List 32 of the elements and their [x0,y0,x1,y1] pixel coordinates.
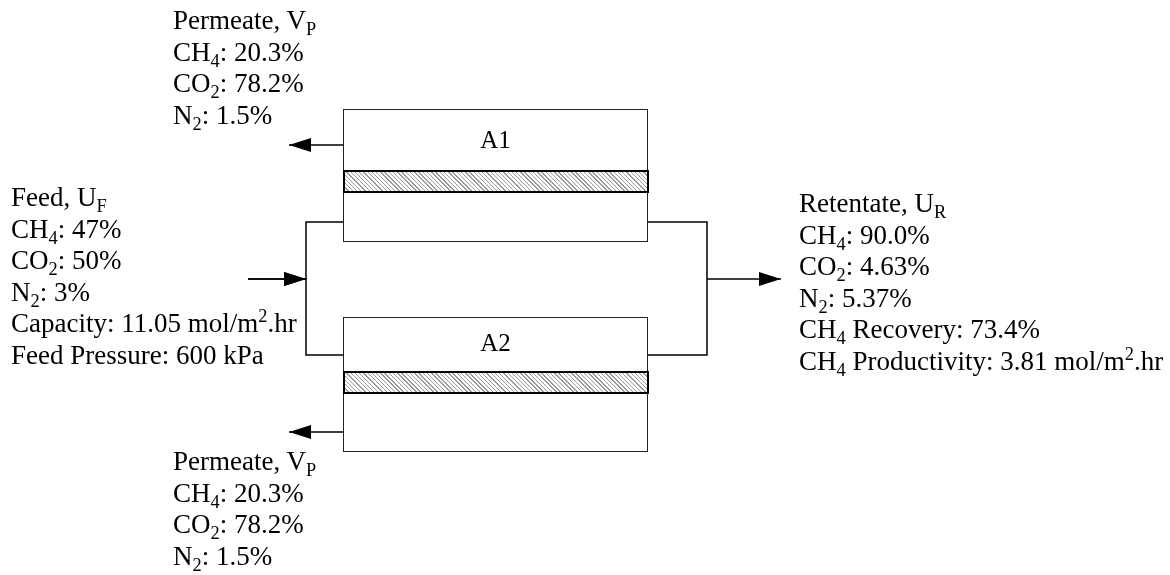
membrane-layer [342,170,649,193]
stream-value: CH$_{4}$: 20.3% [173,477,304,509]
stream-title: Permeate, V$_{P}$ [173,446,317,478]
membrane-module [343,109,648,242]
membrane-module [343,317,648,452]
stream-value: N$_{2}$: 3% [11,276,90,308]
stream-value: CH$_{4}$: 90.0% [799,219,930,251]
stream-value: CH$_{4}$ Recovery: 73.4% [799,314,1040,346]
flow-arrow [247,272,344,356]
flow-arrow [288,138,344,152]
membrane-layer [342,371,649,394]
stream-value: N$_{2}$: 1.5% [173,99,273,131]
flow-arrow [288,425,344,439]
flow-line [647,278,708,356]
stream-value: CH$_{4}$: 20.3% [173,36,304,68]
stream-value: N$_{2}$: 1.5% [173,540,273,572]
stream-value: CH$_{4}$: 47% [11,213,122,245]
stream-value: CO$_{2}$: 78.2% [173,68,304,100]
stream-value: Capacity: 11.05 mol/m$^{2}$.hr [11,308,297,340]
stream-title: Feed, U$_{F}$ [11,182,107,214]
stream-value: CO$_{2}$: 50% [11,245,122,277]
stream-value: N$_{2}$: 5.37% [799,282,912,314]
flow-line [647,221,708,280]
flow-arrow [706,272,782,286]
stream-value: CH$_{4}$ Productivity: 3.81 mol/m$^{2}$.hr [799,345,1164,377]
stream-value: Feed Pressure: 600 kPa [11,339,264,371]
module-label: A2 [480,329,511,357]
module-label: A1 [480,126,511,154]
stream-title: Retentate, U$_{R}$ [799,188,947,220]
stream-value: CO$_{2}$: 4.63% [799,251,930,283]
stream-value: CO$_{2}$: 78.2% [173,509,304,541]
stream-title: Permeate, V$_{P}$ [173,5,317,37]
